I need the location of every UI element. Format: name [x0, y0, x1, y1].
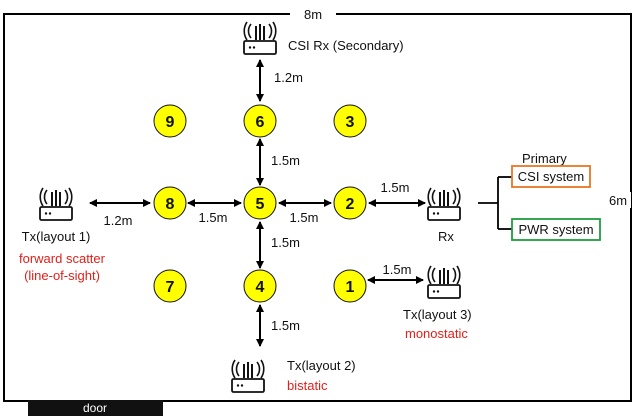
- zone-8: 8: [153, 186, 187, 220]
- zone-6: 6: [243, 104, 277, 138]
- zone-4: 4: [243, 269, 277, 303]
- distance-tx1-8: 1.2m: [104, 213, 133, 228]
- zone-7: 7: [153, 269, 187, 303]
- rx-label: Rx: [438, 229, 454, 244]
- distance-2-rx: 1.5m: [381, 180, 410, 195]
- distance-4-tx2: 1.5m: [271, 318, 300, 333]
- distance-5-4: 1.5m: [271, 235, 300, 250]
- tx2-mode: bistatic: [287, 378, 328, 393]
- pwr-system-label: PWR system: [518, 222, 593, 237]
- door: [28, 400, 163, 416]
- zone-4-label: 4: [256, 279, 265, 296]
- tx3-mode: monostatic: [405, 326, 468, 341]
- csi-system-box: [511, 165, 591, 188]
- zone-9: 9: [153, 104, 187, 138]
- tx1-router-icon: [39, 187, 73, 221]
- room-outline: [3, 13, 632, 402]
- zone-3: 3: [333, 104, 367, 138]
- zone-2-label: 2: [346, 196, 355, 213]
- distance-tx3-1: 1.5m: [383, 262, 412, 277]
- zone-1: 1: [333, 269, 367, 303]
- zone-2: 2: [333, 186, 367, 220]
- room-width-label: 8m: [304, 7, 322, 22]
- zone-3-label: 3: [346, 114, 355, 131]
- secondary-rx-router-icon: [243, 21, 277, 55]
- door-label: door: [83, 401, 107, 415]
- zone-9-label: 9: [166, 114, 175, 131]
- tx3-label: Tx(layout 3): [403, 307, 472, 322]
- tx2-label: Tx(layout 2): [287, 358, 356, 373]
- zone-5-label: 5: [256, 196, 265, 213]
- rx-router-icon: [427, 187, 461, 221]
- primary-label: Primary: [522, 151, 567, 166]
- distance-rxsec-6: 1.2m: [274, 70, 303, 85]
- zone-1-label: 1: [346, 279, 355, 296]
- pwr-system-box: [511, 218, 601, 241]
- room-height-label: 6m: [609, 193, 627, 208]
- csi-system-label: CSI system: [518, 169, 584, 184]
- secondary-rx-label: CSI Rx (Secondary): [288, 38, 404, 53]
- zone-6-label: 6: [256, 114, 265, 131]
- zone-8-label: 8: [166, 196, 175, 213]
- tx3-router-icon: [427, 265, 461, 299]
- zone-5: 5: [243, 186, 277, 220]
- tx1-mode-line2: (line-of-sight): [24, 268, 100, 283]
- distance-8-5: 1.5m: [199, 210, 228, 225]
- systems-bracket: [478, 176, 512, 230]
- tx1-mode-line1: forward scatter: [19, 251, 106, 266]
- tx2-router-icon: [231, 359, 265, 393]
- tx1-label: Tx(layout 1): [22, 229, 91, 244]
- distance-6-5: 1.5m: [271, 153, 300, 168]
- zone-7-label: 7: [166, 279, 175, 296]
- distance-5-2: 1.5m: [290, 210, 319, 225]
